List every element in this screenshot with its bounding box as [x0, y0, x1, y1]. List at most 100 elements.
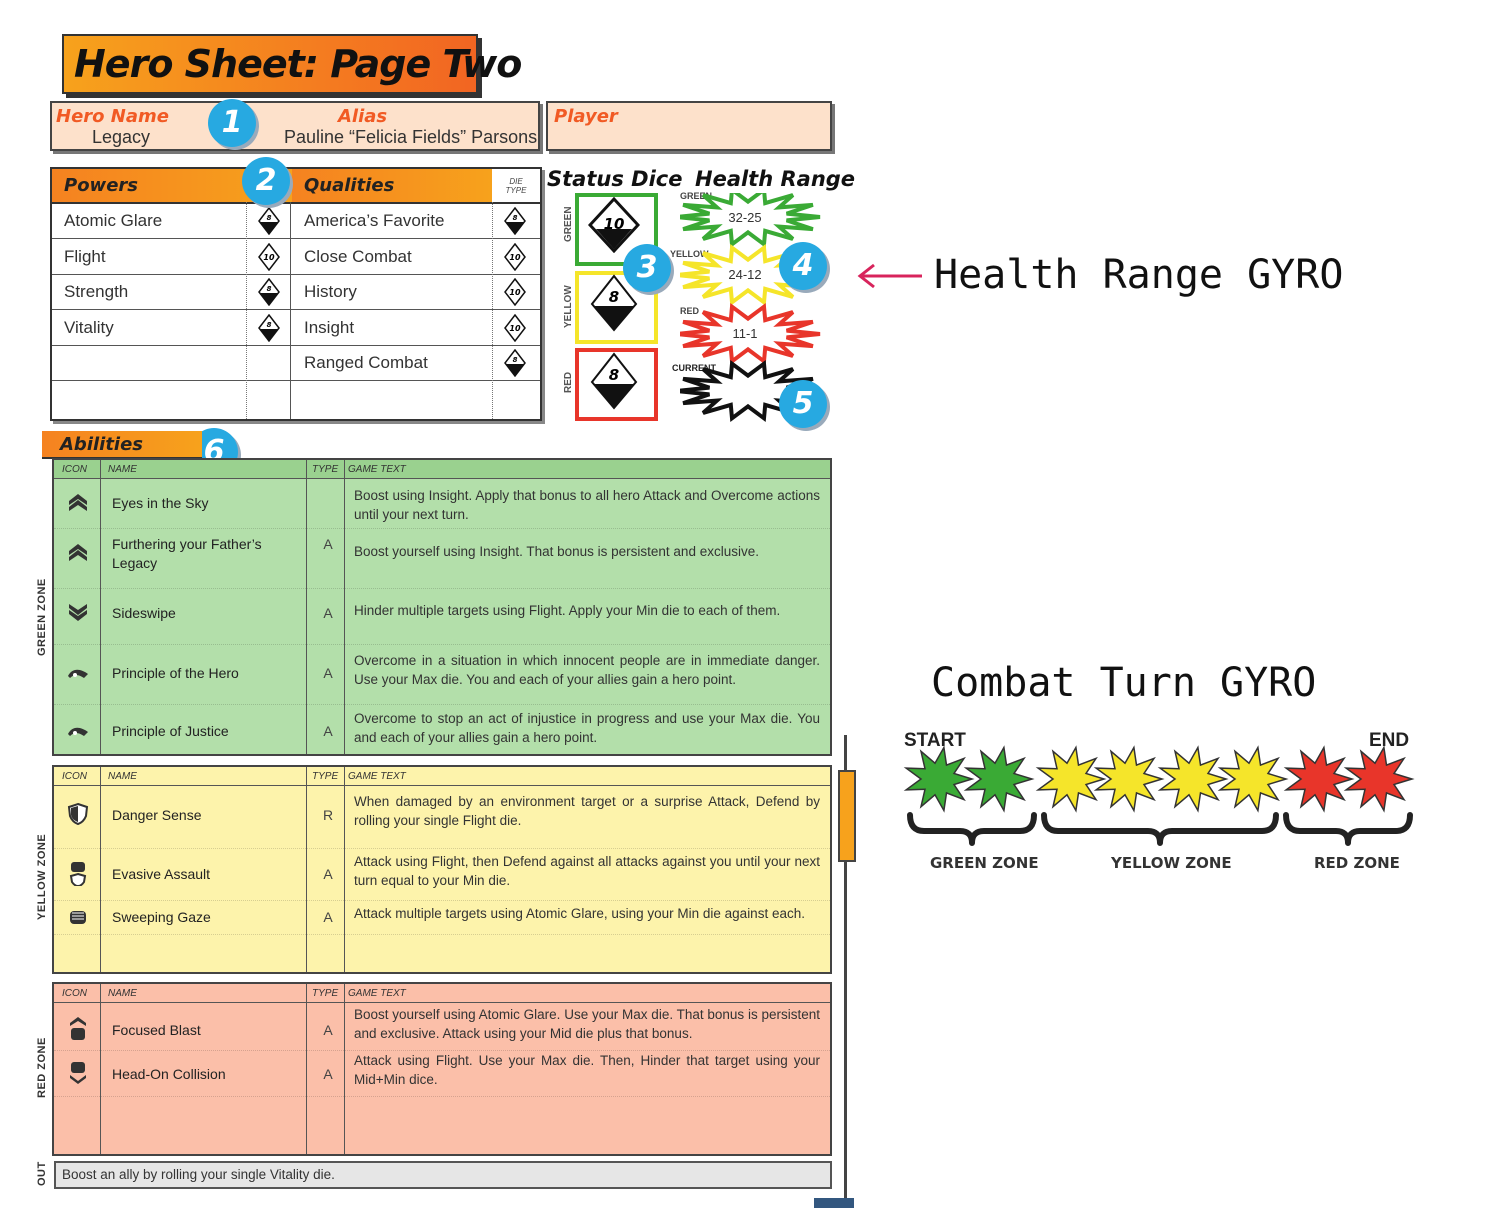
- col-type: TYPE: [312, 771, 339, 782]
- quality-name[interactable]: Close Combat: [304, 246, 412, 266]
- d10-icon: 10: [588, 197, 640, 253]
- d10-icon: 10: [504, 313, 526, 342]
- col-icon: ICON: [62, 464, 87, 475]
- ability-name: Danger Sense: [112, 807, 202, 823]
- svg-text:8: 8: [609, 366, 619, 384]
- ability-row[interactable]: [54, 934, 830, 970]
- combat-red-zone-label: RED ZONE: [1314, 854, 1400, 872]
- combat-yellow-zone-label: YELLOW ZONE: [1111, 854, 1232, 872]
- divider: [344, 460, 345, 754]
- svg-text:10: 10: [263, 253, 275, 262]
- ability-row[interactable]: [54, 1052, 830, 1097]
- ability-name: Head-On Collision: [112, 1066, 226, 1082]
- turn-star: [1343, 745, 1415, 813]
- start-label: START: [904, 730, 966, 751]
- hero-name-value[interactable]: Legacy: [92, 127, 151, 147]
- d8-icon: 8: [590, 274, 638, 332]
- status-green-label: GREEN: [563, 206, 574, 242]
- out-box[interactable]: Boost an ally by rolling your single Vit…: [54, 1161, 832, 1189]
- ability-game-text: Attack using Flight. Use your Max die. T…: [354, 1053, 820, 1087]
- d8-icon: 8: [258, 278, 280, 306]
- ability-type: A: [323, 723, 333, 739]
- player-label: Player: [554, 106, 618, 127]
- adjacent-sheet-corner: [814, 1198, 854, 1208]
- power-name[interactable]: Vitality: [64, 317, 114, 337]
- health-yellow-burst: [680, 243, 821, 307]
- quality-name[interactable]: History: [304, 282, 357, 301]
- ability-name: Evasive Assault: [112, 866, 211, 882]
- ability-name: Principle of Justice: [112, 723, 229, 739]
- ability-row[interactable]: [54, 480, 830, 529]
- power-name[interactable]: Flight: [64, 246, 106, 266]
- ability-name: Sideswipe: [112, 605, 176, 621]
- alias-label: Alias: [338, 106, 388, 127]
- powers-row: Atomic Glare 8 America’s Favorite 8: [52, 203, 540, 239]
- turn-star: [963, 745, 1035, 813]
- svg-text:11-1: 11-1: [732, 326, 757, 341]
- ability-row[interactable]: [54, 530, 830, 589]
- quality-name[interactable]: Insight: [304, 317, 355, 337]
- ability-row[interactable]: [54, 786, 830, 849]
- d8-icon: 8: [258, 313, 280, 342]
- divider: [100, 460, 101, 754]
- powers-row: Ranged Combat 8: [52, 345, 540, 381]
- zone-brace: [1041, 812, 1279, 846]
- status-red-label: RED: [563, 371, 574, 393]
- ability-row[interactable]: [54, 646, 830, 705]
- alias-value[interactable]: Pauline “Felicia Fields” Parsons: [284, 127, 538, 147]
- green-zone-label: GREEN ZONE: [36, 578, 48, 656]
- ability-game-text: Overcome in a situation in which innocen…: [354, 653, 820, 687]
- turn-star: [903, 745, 975, 813]
- health-red-burst: [680, 302, 821, 366]
- divider: [344, 767, 345, 972]
- col-name: NAME: [108, 771, 137, 782]
- divider: [100, 984, 101, 1154]
- ability-row[interactable]: [54, 1004, 830, 1051]
- divider: [306, 460, 307, 754]
- abilities-header: Abilities: [42, 431, 202, 459]
- health-green-label: GREEN: [680, 191, 713, 201]
- health-current-label: CURRENT: [672, 363, 716, 373]
- health-range-gyro-label: Health Range GYRO: [934, 252, 1344, 298]
- out-text: Boost an ally by rolling your single Vit…: [62, 1167, 335, 1182]
- col-type: TYPE: [312, 464, 339, 475]
- ability-game-text: Boost using Insight. Apply that bonus to…: [354, 488, 820, 522]
- status-dice-header: Status Dice: [547, 167, 683, 191]
- ability-row[interactable]: [54, 902, 830, 935]
- health-current-burst: [680, 359, 821, 423]
- adjacent-sheet-tab: [838, 770, 856, 862]
- ability-game-text: Boost yourself using Insight. That bonus…: [354, 544, 759, 559]
- player-box[interactable]: Player: [546, 101, 832, 151]
- callout-badge-3: 3: [623, 244, 671, 292]
- status-yellow-label: YELLOW: [563, 285, 574, 328]
- divider: [306, 767, 307, 972]
- svg-text:8: 8: [267, 214, 272, 222]
- ability-row[interactable]: [54, 590, 830, 645]
- qualities-header: Qualities: [292, 169, 492, 204]
- divider: [246, 202, 247, 419]
- turn-star: [1157, 745, 1229, 813]
- combat-turn-gyro-label: Combat Turn GYRO: [931, 660, 1317, 706]
- col-type: TYPE: [312, 988, 339, 999]
- ability-row[interactable]: [54, 1096, 830, 1152]
- chevron-up-icon: [69, 544, 87, 561]
- ability-name: Sweeping Gaze: [112, 909, 211, 925]
- ability-row[interactable]: [54, 850, 830, 901]
- power-name[interactable]: Atomic Glare: [64, 211, 163, 230]
- d8-icon: 8: [504, 349, 526, 377]
- quality-name[interactable]: America’s Favorite: [304, 211, 445, 230]
- callout-badge-4: 4: [779, 242, 827, 290]
- power-name[interactable]: Strength: [64, 282, 129, 301]
- hero-name-box: Hero Name Legacy Alias Pauline “Felicia …: [50, 101, 540, 151]
- ability-type: A: [323, 1022, 333, 1038]
- d8-icon: 8: [504, 207, 526, 235]
- yellow-zone-label: YELLOW ZONE: [36, 833, 48, 920]
- quality-name[interactable]: Ranged Combat: [304, 353, 428, 372]
- abilities-header-label: Abilities: [60, 434, 144, 455]
- overcome-icon: [68, 727, 88, 736]
- red-zone-label: RED ZONE: [36, 1037, 48, 1098]
- adjacent-sheet-edge: [844, 735, 857, 1208]
